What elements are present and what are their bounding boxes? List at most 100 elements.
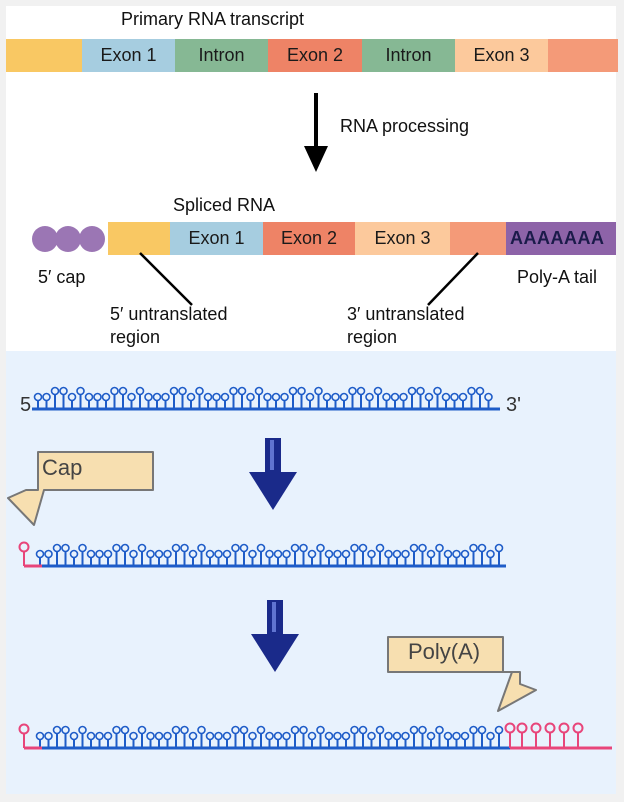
strand-final-base-loop	[324, 731, 334, 741]
primary-intron1-segment: Intron	[175, 39, 268, 72]
strand-unmodified-base-loop	[135, 386, 145, 396]
cap-callout-label: Cap	[42, 455, 83, 480]
strand-final-base-loop	[494, 725, 504, 735]
cap-circle-1	[32, 226, 58, 252]
utr5-label-line2: region	[110, 327, 161, 347]
strand-capped-base-loop	[375, 543, 385, 553]
strand-final-base-loop	[120, 725, 130, 735]
strand-final-base-loop	[486, 731, 495, 741]
utr5-pointer-line	[139, 252, 193, 306]
primary-transcript-title: Primary RNA transcript	[121, 9, 305, 29]
strand-final-base-loop	[256, 725, 266, 735]
strand-unmodified-base-loop	[331, 392, 340, 402]
strand-unmodified-base-loop	[356, 386, 366, 396]
strand-unmodified-base-loop	[50, 386, 60, 396]
strand-unmodified-base-loop	[390, 392, 400, 402]
spliced-exon1-segment: Exon 1	[170, 222, 263, 255]
strand-unmodified-base-loop	[195, 386, 204, 396]
strand-unmodified-base-loop	[484, 392, 493, 402]
strand-unmodified-base-loop	[305, 392, 315, 402]
strand-unmodified-base-loop	[144, 392, 153, 402]
strand-capped-base-loop	[401, 549, 410, 559]
strand-capped-base-loop	[112, 543, 121, 553]
strand-final-base-loop	[367, 731, 376, 741]
strand-capped-base-loop	[154, 549, 164, 559]
spliced-5utr-segment	[108, 222, 170, 255]
strand-capped-base-loop	[452, 549, 461, 559]
strand-final-base-loop	[477, 725, 487, 735]
rna-modification-panel	[6, 351, 616, 794]
five-prime-label: 5	[20, 394, 32, 416]
primary-exon1-segment: Exon 1	[82, 39, 175, 72]
strand-capped-base-loop	[409, 543, 419, 553]
strand-capped-base-loop	[103, 549, 113, 559]
strand-capped-base-loop	[350, 543, 359, 553]
strand-capped-base-loop	[256, 543, 266, 553]
polya-step-arrow-highlight	[272, 602, 276, 632]
strand-final-base-loop	[44, 731, 53, 741]
strand-unmodified-base-loop	[263, 392, 272, 402]
strand-final-base-loop	[248, 731, 257, 741]
strand-final-base-loop	[214, 731, 223, 741]
primary-3utr-segment	[548, 39, 618, 72]
strand-capped-base-loop	[231, 543, 240, 553]
strand-unmodified-base-loop	[33, 392, 43, 402]
spliced-3utr-segment	[450, 222, 506, 255]
strand-final-base-loop	[452, 731, 461, 741]
strand-unmodified-base-loop	[203, 392, 213, 402]
strand-final-base-loop	[154, 731, 164, 741]
strand-final-base-loop	[469, 725, 478, 735]
strand-final-base-loop	[358, 725, 368, 735]
strand-final-base-loop	[197, 725, 206, 735]
spliced-rna-title: Spliced RNA	[173, 195, 276, 215]
strand-capped-base-loop	[469, 543, 478, 553]
rna-processing-label: RNA processing	[340, 116, 470, 136]
strand-capped-base-loop	[146, 549, 155, 559]
primary-exon3-segment: Exon 3	[455, 39, 548, 72]
strand-capped-base-loop	[61, 543, 70, 553]
strand-final-base-loop	[61, 725, 70, 735]
strand-unmodified-base-loop	[407, 386, 417, 396]
strand-unmodified-base-loop	[433, 386, 442, 396]
primary-exon2-segment: Exon 2	[268, 39, 362, 72]
polya-callout-shape	[387, 636, 537, 712]
strand-final-base-loop	[95, 731, 104, 741]
cap-callout-shape	[7, 451, 154, 526]
strand-final-base-loop	[316, 725, 325, 735]
strand-unmodified-base-loop	[220, 392, 230, 402]
strand-final-base-loop	[350, 725, 359, 735]
strand-unmodified-base-loop	[254, 386, 264, 396]
strand-final-base-loop	[205, 731, 215, 741]
strand-unmodified-base-loop	[297, 386, 306, 396]
strand-unmodified-base-loop	[67, 392, 77, 402]
cap-mark-final-loop	[18, 723, 30, 735]
strand-final-base-loop	[341, 731, 351, 741]
strand-final-base-loop	[86, 731, 96, 741]
strand-unmodified-base-loop	[365, 392, 374, 402]
strand-capped-base-loop	[307, 549, 317, 559]
spliced-exon3-segment: Exon 3	[355, 222, 450, 255]
strand-capped-base-loop	[163, 549, 172, 559]
strand-capped-base-loop	[392, 549, 402, 559]
strand-unmodified-base-loop	[458, 392, 468, 402]
utr5-label-line1: 5′ untranslated	[110, 304, 228, 324]
strand-unmodified-base-loop	[212, 392, 221, 402]
strand-capped-base-loop	[95, 549, 104, 559]
strand-unmodified-base-loop	[186, 392, 196, 402]
strand-unmodified-base-loop	[127, 392, 136, 402]
cap-step-arrow-highlight	[270, 440, 274, 470]
strand-final-base-loop	[418, 725, 427, 735]
cap-label: 5′ cap	[38, 267, 86, 287]
utr3-label-line1: 3′ untranslated	[347, 304, 465, 324]
cap-circle-2	[55, 226, 81, 252]
strand-final-base-loop	[333, 731, 342, 741]
strand-unmodified-base-loop	[475, 386, 485, 396]
strand-final-base-loop	[222, 731, 232, 741]
strand-final-base-loop	[460, 731, 470, 741]
strand-capped-base-loop	[477, 543, 487, 553]
strand-final-base-loop	[307, 731, 317, 741]
strand-unmodified-base-loop	[280, 392, 289, 402]
strand-capped-base-loop	[358, 543, 368, 553]
strand-capped-base-loop	[248, 549, 257, 559]
strand-capped-base-loop	[137, 543, 147, 553]
